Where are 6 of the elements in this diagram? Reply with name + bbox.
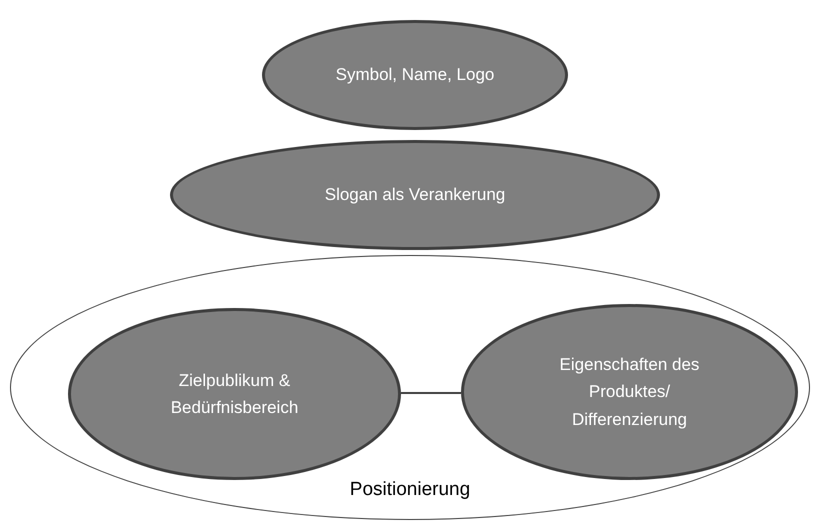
ellipse-label: Slogan als Verankerung (324, 184, 506, 206)
ellipse-label: Zielpublikum & Bedürfnisbereich (170, 370, 300, 419)
ellipse-label: Positionierung (348, 479, 472, 501)
ellipse-label: Symbol, Name, Logo (336, 64, 494, 86)
ellipse-label: Eigenschaften des Produktes/ Differenzierung (558, 354, 700, 431)
connector-line (401, 392, 461, 394)
